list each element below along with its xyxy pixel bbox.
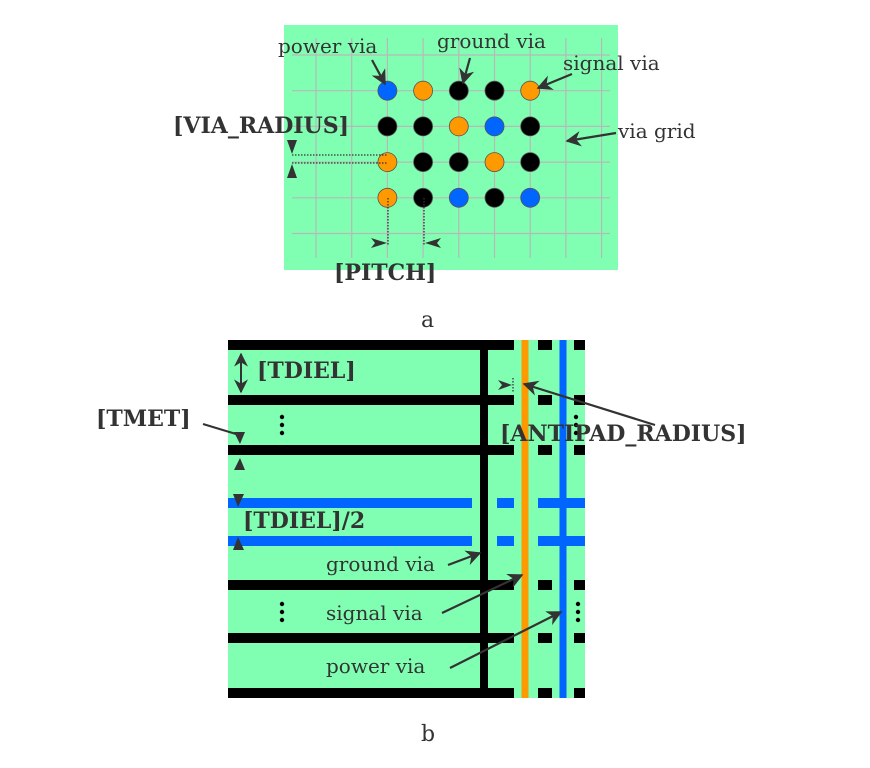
- power-plane-layer: [228, 498, 472, 508]
- power-via-arrow: [449, 611, 563, 669]
- arrowhead-down-icon: [287, 140, 297, 154]
- panel-b-caption: b: [421, 722, 435, 747]
- signal-via: [484, 152, 505, 173]
- ground-via: [484, 80, 505, 101]
- power-plane-segment: [497, 498, 514, 508]
- tdiel-half-label: [TDIEL]/2: [243, 508, 365, 534]
- ground-plane-segment: [574, 580, 585, 590]
- arrowhead-right-icon: [371, 238, 387, 248]
- arrowhead-down-icon: [234, 432, 245, 444]
- ground-plane-segment: [574, 688, 585, 698]
- power-via-label: power via: [278, 34, 377, 58]
- ground-plane-layer: [228, 340, 486, 350]
- ground-via: [484, 187, 505, 208]
- ground-plane-layer: [228, 688, 486, 698]
- via-grid-label: via grid: [617, 119, 696, 143]
- via-grid-arrow: [565, 131, 617, 147]
- ground-plane-segment: [486, 633, 514, 643]
- ground-via: [413, 116, 434, 137]
- signal-via: [377, 152, 398, 173]
- dielectric-background: [284, 25, 618, 270]
- ground-plane-segment: [574, 340, 585, 350]
- ground-via-label: ground via: [437, 29, 546, 53]
- ellipsis-dots-right-bottom: [575, 601, 581, 623]
- arrowhead-up-icon: [234, 458, 245, 470]
- pitch-label: [PITCH]: [334, 260, 436, 286]
- ground-plane-segment: [538, 688, 552, 698]
- ground-plane-segment: [486, 340, 514, 350]
- signal-via-arrow: [441, 573, 524, 614]
- signal-via-arrow: [536, 72, 573, 90]
- pitch-dimension: [371, 198, 441, 248]
- power-via-barrel: [559, 340, 567, 698]
- ground-via-arrow: [447, 550, 482, 567]
- signal-via: [413, 80, 434, 101]
- ground-via: [520, 116, 541, 137]
- ground-plane-segment: [574, 395, 585, 405]
- vias-cross-section: [480, 340, 567, 698]
- power-plane-segment: [497, 536, 514, 546]
- ground-plane-segment: [538, 580, 552, 590]
- power-via-label: power via: [326, 654, 425, 678]
- ground-plane-layer: [228, 395, 486, 405]
- arrowhead-left-icon: [425, 238, 441, 248]
- arrowhead-right-icon: [498, 380, 512, 390]
- ground-via: [377, 116, 398, 137]
- ground-via-label: ground via: [326, 552, 435, 576]
- signal-via: [448, 116, 469, 137]
- tmet-label: [TMET]: [96, 406, 191, 432]
- ground-plane-segment: [538, 395, 552, 405]
- ground-via: [448, 152, 469, 173]
- ground-via-arrow: [459, 57, 475, 85]
- ellipsis-dots-right-top: [573, 414, 579, 436]
- ground-plane-segment: [538, 340, 552, 350]
- antipad-radius-arrow: [522, 380, 656, 427]
- power-via: [520, 187, 541, 208]
- power-via: [377, 80, 398, 101]
- via-array: [377, 80, 541, 208]
- ground-via-barrel: [480, 345, 488, 693]
- ground-plane-layer: [228, 445, 486, 455]
- panel-b-cross-section: [TDIEL] [TMET] [TDIEL]/2 [ANTIPAD_RADIUS…: [96, 340, 747, 747]
- antipad-radius-label: [ANTIPAD_RADIUS]: [500, 421, 747, 447]
- tmet-leader-line: [202, 423, 237, 435]
- signal-via-barrel: [521, 340, 529, 698]
- ground-plane-segment: [574, 445, 585, 455]
- arrowhead-up-icon: [233, 537, 244, 550]
- power-via: [448, 187, 469, 208]
- ground-plane-layer: [228, 580, 486, 590]
- power-via: [484, 116, 505, 137]
- ground-plane-segment: [486, 688, 514, 698]
- signal-via-label: signal via: [326, 601, 423, 625]
- signal-via-label: signal via: [563, 51, 660, 75]
- ground-via: [520, 152, 541, 173]
- via-radius-dimension: [287, 140, 388, 178]
- ground-plane-segment: [486, 395, 514, 405]
- ellipsis-dots-left-bottom: [279, 601, 285, 623]
- ellipsis-dots-left-top: [279, 414, 285, 436]
- ground-plane-segment: [574, 633, 585, 643]
- power-plane-layer: [228, 536, 472, 546]
- arrowhead-up-icon: [287, 164, 297, 178]
- ground-plane-segment: [538, 445, 552, 455]
- ground-plane-segment: [486, 445, 514, 455]
- ground-plane-layer: [228, 633, 486, 643]
- panel-a-via-grid: [VIA_RADIUS] [PITCH] power via ground vi…: [173, 25, 696, 333]
- metal-layers: [228, 340, 585, 698]
- ground-via: [413, 152, 434, 173]
- arrowhead-down-icon: [233, 494, 244, 507]
- ground-via: [413, 187, 434, 208]
- panel-a-caption: a: [421, 308, 434, 333]
- ground-plane-segment: [538, 633, 552, 643]
- via-radius-label: [VIA_RADIUS]: [173, 113, 349, 139]
- ground-via: [448, 80, 469, 101]
- power-via-arrow: [371, 59, 386, 86]
- tdiel-label: [TDIEL]: [257, 358, 356, 384]
- signal-via: [520, 80, 541, 101]
